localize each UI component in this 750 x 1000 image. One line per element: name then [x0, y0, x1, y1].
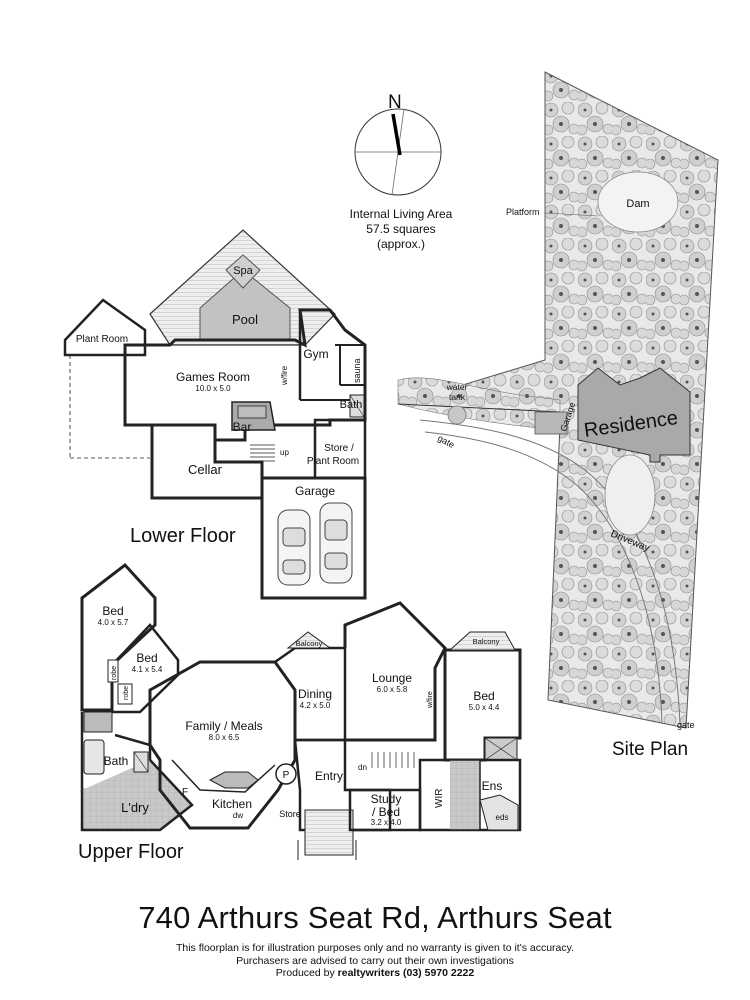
north-needle-icon	[391, 113, 402, 156]
living-area-line1: Internal Living Area	[350, 207, 453, 221]
water-label: water	[446, 382, 468, 392]
disclaimer-line1: This floorplan is for illustration purpo…	[175, 942, 575, 954]
study-label: Study	[371, 792, 402, 806]
dining-label: Dining	[298, 687, 332, 701]
compass: N	[354, 92, 442, 196]
eds-label: eds	[496, 813, 509, 822]
living-area-line3: (approx.)	[377, 237, 425, 251]
site-plan-caption: Site Plan	[612, 739, 688, 760]
site-plan: Dam Platform water tank Garage Residence…	[397, 71, 719, 760]
upper-store-label: Store	[279, 809, 301, 819]
ensuite-label: Ens	[482, 779, 503, 793]
pool-label: Pool	[232, 312, 258, 327]
games-room-label: Games Room	[176, 370, 250, 384]
lower-wfire-label: w/fire	[280, 365, 289, 386]
robe2-label: robe	[123, 686, 130, 700]
dining-dims: 4.2 x 5.0	[300, 701, 331, 710]
lounge-label: Lounge	[372, 671, 412, 685]
producer-prefix: Produced by	[275, 967, 338, 979]
residence-footprint	[577, 367, 691, 463]
stairs-down-label: dn	[358, 763, 367, 772]
lower-floor-labels: Spa Pool Plant Room Games Room 10.0 x 5.…	[76, 265, 362, 547]
dishwasher-label: dw	[233, 811, 243, 820]
lower-bath-label: Bath	[340, 399, 363, 411]
living-area-line2: 57.5 squares	[366, 222, 435, 236]
property-address: 740 Arthurs Seat Rd, Arthurs Seat	[138, 900, 612, 935]
bed3-dims: 5.0 x 4.4	[469, 703, 500, 712]
pantry-label: P	[283, 770, 290, 781]
bed2-dims: 4.1 x 5.4	[132, 665, 163, 674]
garage-label: Garage	[295, 484, 335, 498]
car-icon	[277, 509, 311, 586]
bed3-label: Bed	[473, 689, 494, 703]
producer-name: realtywriters (03) 5970 2222	[337, 967, 475, 979]
bar-label: Bar	[233, 420, 252, 434]
dam-label: Dam	[626, 198, 649, 210]
wir-label: WIR	[434, 789, 445, 808]
store-plant-room-label: Plant Room	[307, 456, 359, 467]
entry-label: Entry	[315, 769, 343, 783]
spa-shape	[225, 254, 261, 289]
robe1-label: robe	[111, 666, 118, 680]
upper-bath-label: Bath	[104, 754, 129, 768]
plant-room-label: Plant Room	[76, 334, 128, 345]
lounge-dims: 6.0 x 5.8	[377, 685, 408, 694]
games-room-dims: 10.0 x 5.0	[195, 384, 231, 393]
north-label: N	[388, 92, 402, 113]
laundry-label: L'dry	[121, 800, 149, 815]
upper-wfire-label: w/fire	[427, 691, 434, 709]
tank-label: tank	[449, 392, 466, 402]
disclaimer-line2: Purchasers are advised to carry out thei…	[236, 954, 514, 967]
upper-floor-plan	[80, 562, 522, 860]
cellar-label: Cellar	[188, 462, 223, 477]
water-tank-icon	[447, 405, 467, 425]
bed1-dims: 4.0 x 5.7	[98, 618, 129, 627]
stairs-up-label: up	[280, 448, 289, 457]
gate-label-2: gate	[677, 720, 695, 730]
kitchen-label: Kitchen	[212, 797, 252, 811]
platform-label: Platform	[506, 207, 540, 217]
spa-label: Spa	[233, 265, 253, 277]
lower-floor-caption: Lower Floor	[130, 525, 236, 547]
family-meals-dims: 8.0 x 6.5	[209, 733, 240, 742]
fridge-label: F	[182, 787, 188, 798]
upper-floor-caption: Upper Floor	[78, 841, 184, 863]
study-bed-label: / Bed	[372, 805, 400, 819]
study-dims: 3.2 x 4.0	[371, 818, 402, 827]
car-icon	[319, 502, 353, 584]
balcony2-label: Balcony	[473, 637, 500, 646]
site-garage	[534, 411, 568, 435]
store-label: Store /	[324, 443, 354, 454]
gym-label: Gym	[303, 347, 328, 361]
bed1-label: Bed	[102, 604, 123, 618]
family-meals-label: Family / Meals	[185, 719, 262, 733]
disclaimer: This floorplan is for illustration purpo…	[0, 942, 750, 980]
upper-floor-labels: Bed 4.0 x 5.7 Bed 4.1 x 5.4 robe robe Fa…	[78, 604, 508, 863]
producer-line: Produced by realtywriters (03) 5970 2222	[0, 967, 750, 980]
balcony1-label: Balcony	[296, 639, 323, 648]
lower-floor-plan	[63, 229, 367, 600]
bed2-label: Bed	[136, 651, 157, 665]
sauna-label: sauna	[352, 358, 362, 383]
